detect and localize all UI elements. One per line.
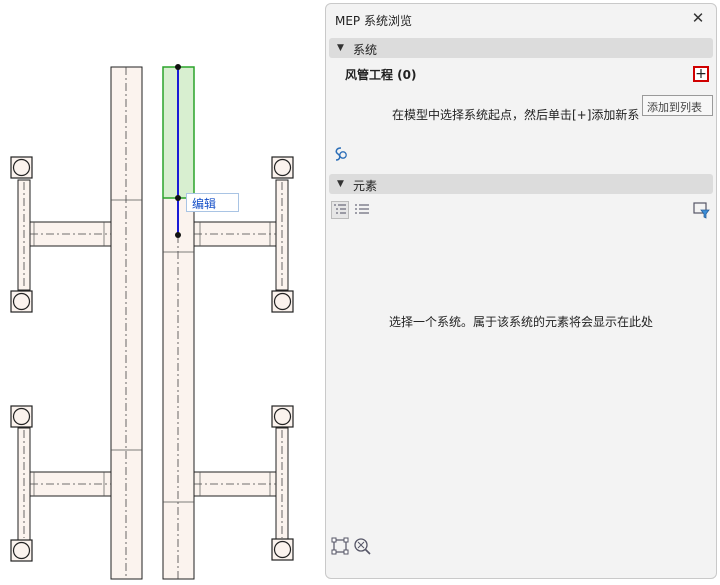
panel-titlebar: MEP 系统浏览 ✕	[326, 4, 716, 34]
filter-icon[interactable]	[693, 201, 711, 219]
elements-header-label: 元素	[353, 179, 378, 193]
path-node	[175, 232, 181, 238]
list-view-icon[interactable]	[353, 201, 371, 219]
systems-hint: 在模型中选择系统起点，然后单击[+]添加新系统	[392, 108, 640, 122]
system-link-icon[interactable]	[331, 145, 349, 163]
collapse-triangle-icon[interactable]: ▼	[337, 43, 344, 53]
section-header-elements[interactable]: ▼ 元素	[329, 174, 713, 194]
systems-header-label: 系统	[353, 43, 378, 57]
panel-title: MEP 系统浏览	[335, 14, 412, 28]
tree-view-icon[interactable]	[331, 201, 349, 219]
system-name[interactable]: 风管工程 (0)	[345, 68, 417, 82]
model-canvas[interactable]	[0, 0, 322, 585]
duct-vertical-left	[110, 66, 143, 580]
add-to-list-button[interactable]: +	[693, 66, 709, 82]
mep-system-browser-panel: MEP 系统浏览 ✕ ▼ 系统 风管工程 (0) + 在模型中选择系统起点，然后…	[325, 3, 717, 579]
add-tooltip: 添加到列表	[642, 95, 713, 116]
select-box-icon[interactable]	[331, 537, 349, 555]
zoom-to-selection-icon[interactable]	[353, 537, 371, 555]
edit-label[interactable]: 编辑	[186, 193, 239, 212]
section-header-systems[interactable]: ▼ 系统	[329, 38, 713, 58]
collapse-triangle-icon[interactable]: ▼	[337, 179, 344, 189]
elements-hint: 选择一个系统。属于该系统的元素将会显示在此处	[388, 315, 653, 329]
path-node	[175, 64, 181, 70]
path-node	[175, 195, 181, 201]
close-icon[interactable]: ✕	[691, 9, 705, 27]
